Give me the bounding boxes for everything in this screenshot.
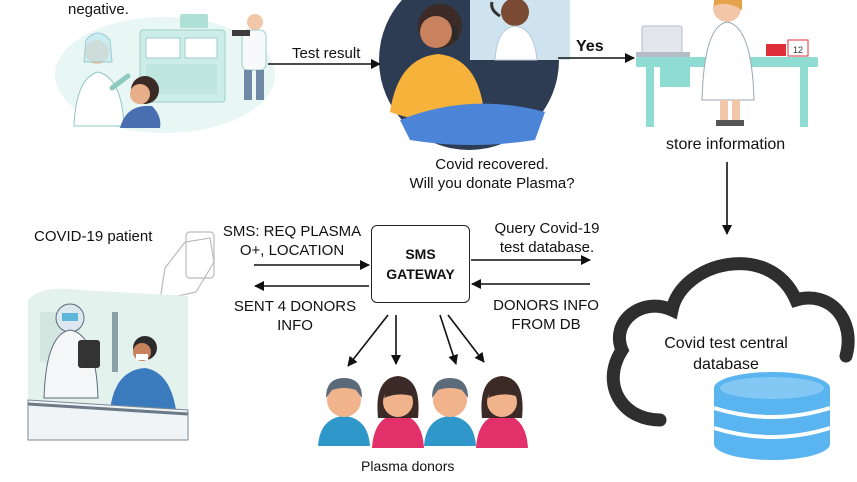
central-database-label: Covid test central database	[636, 333, 816, 375]
edge-label-test-result: Test result	[292, 45, 361, 62]
plasma-donors-label: Plasma donors	[361, 458, 455, 474]
donor-female-icon	[476, 376, 528, 448]
sms-request-line1: SMS: REQ PLASMA	[222, 223, 362, 240]
central-database-line1: Covid test central	[664, 335, 788, 352]
cloud-outline	[606, 257, 855, 427]
sms-gateway-line1: SMS	[405, 246, 436, 262]
sms-request-line2: O+, LOCATION	[239, 242, 345, 259]
sms-gateway-line2: GATEWAY	[386, 266, 455, 282]
phone-call-illustration	[379, 0, 570, 150]
arrow-donor-3	[439, 314, 458, 365]
central-database-line2: database	[693, 356, 759, 373]
donors-info-line2: FROM DB	[511, 316, 581, 333]
store-information-label: store information	[666, 136, 786, 153]
lab-testing-illustration	[55, 14, 275, 133]
top-left-caption: negative.	[68, 1, 129, 18]
donation-question-line1: Covid recovered.	[435, 156, 549, 173]
donation-question: Covid recovered. Will you donate Plasma?	[382, 155, 602, 193]
sms-gateway-box: SMS GATEWAY	[371, 225, 470, 303]
sent-donors-line2: INFO	[277, 317, 313, 334]
donors-info-label: DONORS INFO FROM DB	[484, 296, 608, 334]
query-database-label: Query Covid-19 test database.	[484, 219, 610, 257]
covid-patient-label: COVID-19 patient	[34, 228, 153, 245]
plasma-donor-icons	[318, 376, 528, 448]
sent-donors-label: SENT 4 DONORS INFO	[224, 297, 366, 335]
doctor-desk-illustration: 12	[636, 0, 818, 127]
sms-request-label: SMS: REQ PLASMA O+, LOCATION	[222, 222, 362, 260]
covid-patient-illustration	[27, 231, 215, 441]
flow-arrows	[254, 53, 732, 367]
donor-male-icon	[318, 378, 370, 446]
arrow-donor-4	[447, 314, 485, 363]
donor-male-icon	[424, 378, 476, 446]
donation-question-line2: Will you donate Plasma?	[409, 175, 575, 192]
donor-female-icon	[372, 376, 424, 448]
sent-donors-line1: SENT 4 DONORS	[233, 298, 357, 315]
edge-label-yes: Yes	[576, 38, 604, 55]
query-database-line2: test database.	[499, 239, 595, 256]
donors-info-line1: DONORS INFO	[493, 297, 599, 314]
svg-text:12: 12	[793, 45, 803, 55]
central-database-graphic	[606, 257, 855, 460]
query-database-line1: Query Covid-19	[494, 220, 600, 237]
arrow-donor-1	[347, 314, 389, 367]
